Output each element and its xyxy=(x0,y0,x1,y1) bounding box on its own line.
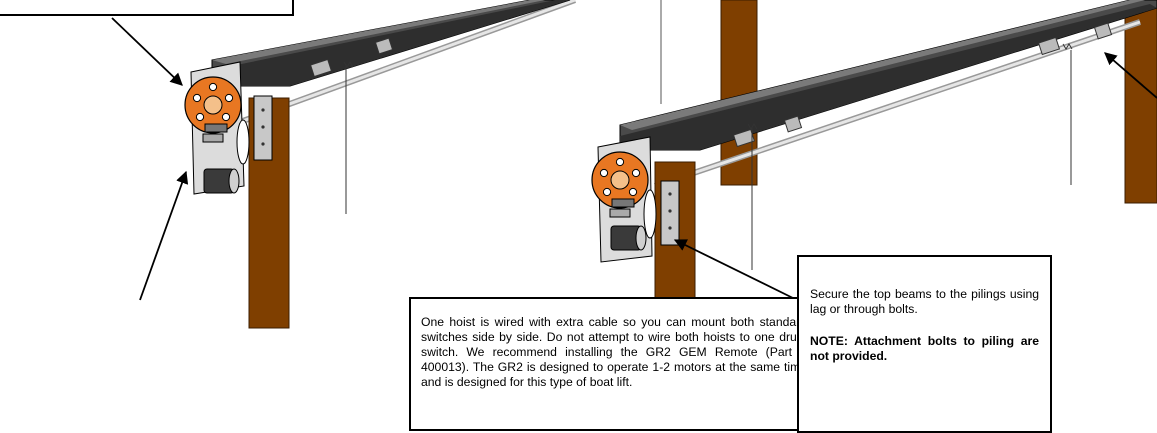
hoist-left xyxy=(184,0,577,329)
arrow-icon xyxy=(139,170,189,301)
arrow-icon xyxy=(111,17,183,86)
arrow-icon xyxy=(1104,52,1157,99)
pulley-icon xyxy=(643,189,657,239)
callout-beam-note: NOTE: Attachment bolts to piling are not… xyxy=(810,333,1039,363)
callout-hoist-wiring: One hoist is wired with extra cable so y… xyxy=(409,297,819,431)
piling-back-right xyxy=(1124,7,1157,204)
callout-top-left xyxy=(0,0,294,16)
pulley-icon xyxy=(236,119,250,165)
arrow-icon xyxy=(673,239,798,301)
callout-hoist-wiring-text: One hoist is wired with extra cable so y… xyxy=(421,315,807,389)
callout-beam-mount: Secure the top beams to the pilings usin… xyxy=(797,255,1052,433)
callout-beam-mount-text: Secure the top beams to the pilings usin… xyxy=(810,287,1039,316)
hoist-right xyxy=(591,0,1157,403)
